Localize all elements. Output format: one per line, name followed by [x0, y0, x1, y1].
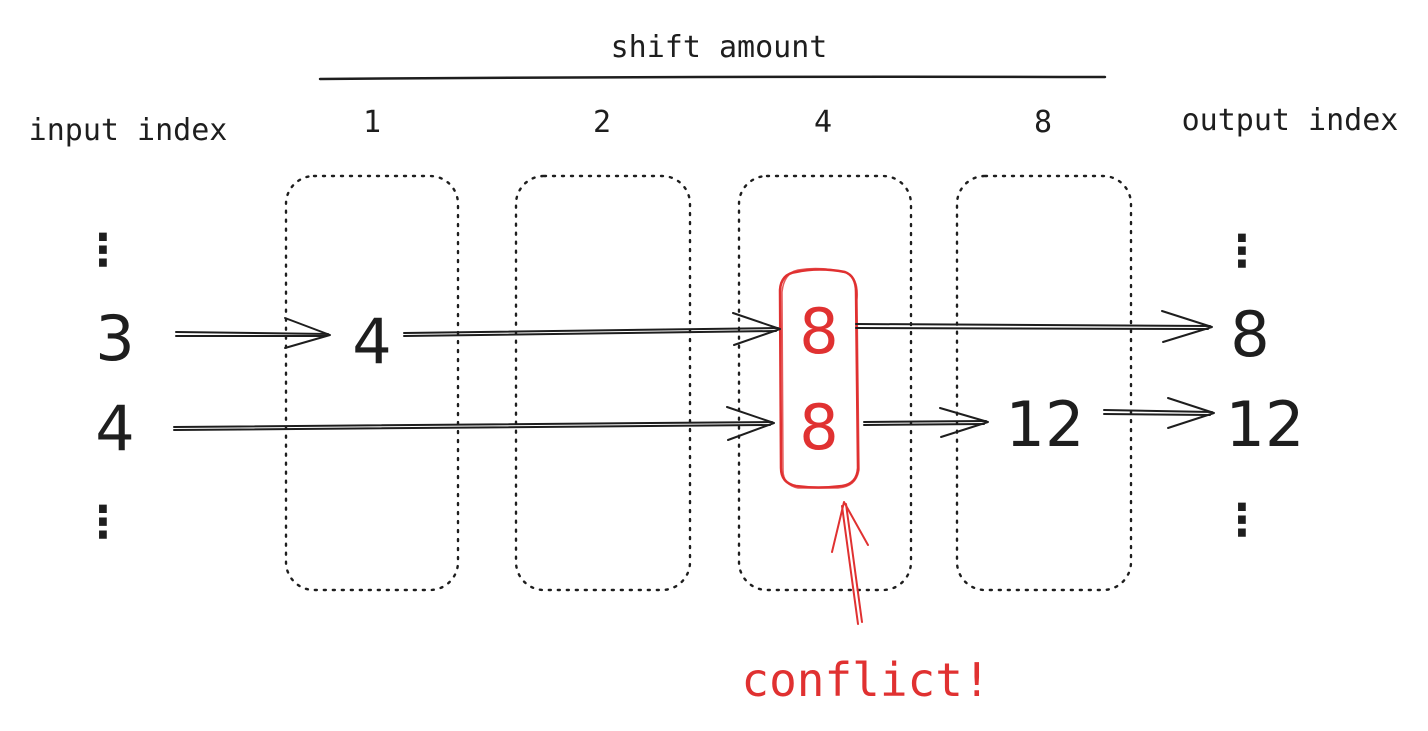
shift-stage-box-4	[737, 174, 913, 592]
conflict-value: 8	[799, 295, 838, 368]
arrow-shift8-to-output12	[1103, 397, 1215, 429]
shift-column-label: 4	[814, 105, 832, 140]
shift-amount-label: shift amount	[611, 30, 828, 65]
shift-column-label: 2	[593, 105, 611, 140]
input-index-label: input index	[29, 113, 228, 148]
arrow-conflict-to-shift8	[863, 407, 989, 438]
conflict-label: conflict!	[741, 653, 990, 707]
output-index-label: output index	[1182, 103, 1399, 138]
output-ellipsis-top: ⋮	[1220, 226, 1264, 277]
shift-amount-underline	[318, 75, 1107, 81]
input-index-value: 4	[95, 392, 134, 465]
arrow-conflict-to-output8	[855, 310, 1213, 343]
shift-stage-box-1	[284, 174, 460, 592]
conflict-highlight-box-sketch	[781, 267, 860, 489]
arrow-input4-to-conflict	[173, 406, 775, 441]
shift-column-label: 8	[1034, 105, 1052, 140]
output-ellipsis-bottom: ⋮	[1220, 495, 1264, 546]
shift-stage-box-8	[955, 174, 1133, 592]
input-index-value: 3	[95, 302, 134, 375]
stage-value-after-shift-1: 4	[352, 305, 391, 378]
output-index-value: 12	[1226, 388, 1305, 461]
stage-value-after-shift-8: 12	[1006, 388, 1085, 461]
shift-column-label: 1	[363, 105, 381, 140]
shift-stage-box-2	[514, 174, 692, 592]
conflict-value: 8	[799, 391, 838, 464]
arrow-shift1-to-conflict	[403, 312, 781, 346]
arrow-input3-to-shift1	[175, 317, 331, 349]
conflict-pointer-arrow	[831, 501, 869, 625]
input-ellipsis-top: ⋮	[81, 225, 125, 276]
output-index-value: 8	[1230, 298, 1269, 371]
input-ellipsis-bottom: ⋮	[81, 497, 125, 548]
